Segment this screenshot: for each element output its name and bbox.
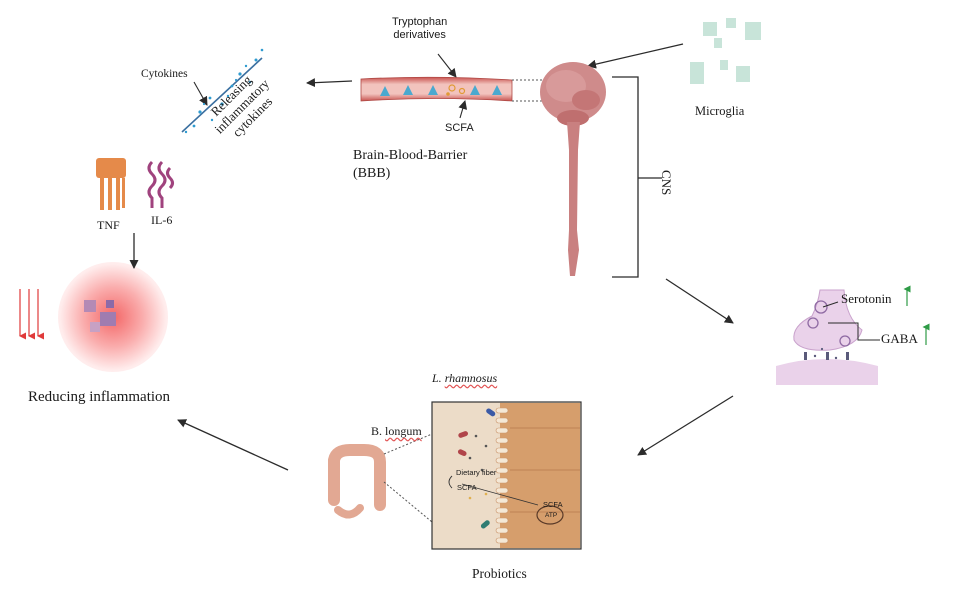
b-longum-label: B. longum (371, 424, 422, 439)
microglia-icon (690, 18, 761, 84)
scfa-cell-outline (536, 505, 564, 525)
cytokines-label: Cytokines (141, 68, 188, 80)
scfa-cell-label: SCFA (543, 500, 563, 509)
cns-bracket (612, 76, 662, 278)
bacteria-icon (457, 408, 496, 529)
arrow-gut-to-reducing (177, 419, 289, 471)
inflamed-cell-icon (84, 300, 116, 332)
cytokine-spray-icon (181, 48, 264, 134)
arrow-synapse-to-gut (637, 395, 734, 456)
gaba-label: GABA (881, 331, 918, 346)
dietary-fiber-label: Dietary fiber (456, 468, 497, 477)
serotonin-label: Serotonin (841, 291, 892, 306)
scfa-bbb-label: SCFA (445, 122, 474, 134)
down-arrows-icon (19, 289, 44, 340)
scfa-gut-label: SCFA (457, 483, 477, 492)
b-longum-prefix: B. (371, 424, 383, 438)
arrow-bbb-to-cytokines (306, 78, 353, 88)
tryptophan-label: Tryptophan derivatives (392, 16, 448, 41)
atp-label: ATP (545, 512, 558, 519)
b-longum-name: longum (385, 424, 422, 438)
reducing-inflammation-label: Reducing inflammation (28, 389, 171, 405)
microglia-label: Microglia (695, 104, 745, 118)
il6-label: IL-6 (151, 213, 173, 227)
l-rhamnosus-prefix: L. (432, 371, 442, 385)
synapse-icon (776, 289, 880, 385)
arrow-tryptophan-to-vessel (437, 53, 457, 78)
l-rhamnosus-label: L. rhamnosus (432, 371, 498, 386)
tnf-label: TNF (97, 218, 120, 232)
l-rhamnosus-name: rhamnosus (444, 371, 498, 385)
blood-vessel-icon (360, 76, 513, 102)
arrow-scfa-to-vessel (458, 100, 468, 119)
arrow-microglia-to-brain (587, 43, 684, 69)
arrow-cytokines-label (193, 81, 208, 106)
brain-spinal-cord-icon (540, 62, 606, 276)
bbb-label: Brain-Blood-Barrier (BBB) (353, 148, 468, 182)
colon-to-panel-connector (383, 433, 433, 523)
colon-icon (328, 444, 386, 519)
gut-lumen-panel-icon (431, 401, 582, 550)
il6-receptor-icon (147, 160, 174, 208)
tnf-receptor-icon (96, 158, 126, 210)
cns-label: CNS (659, 170, 674, 196)
arrow-cns-to-synapse (665, 278, 734, 324)
probiotics-label: Probiotics (472, 566, 527, 581)
